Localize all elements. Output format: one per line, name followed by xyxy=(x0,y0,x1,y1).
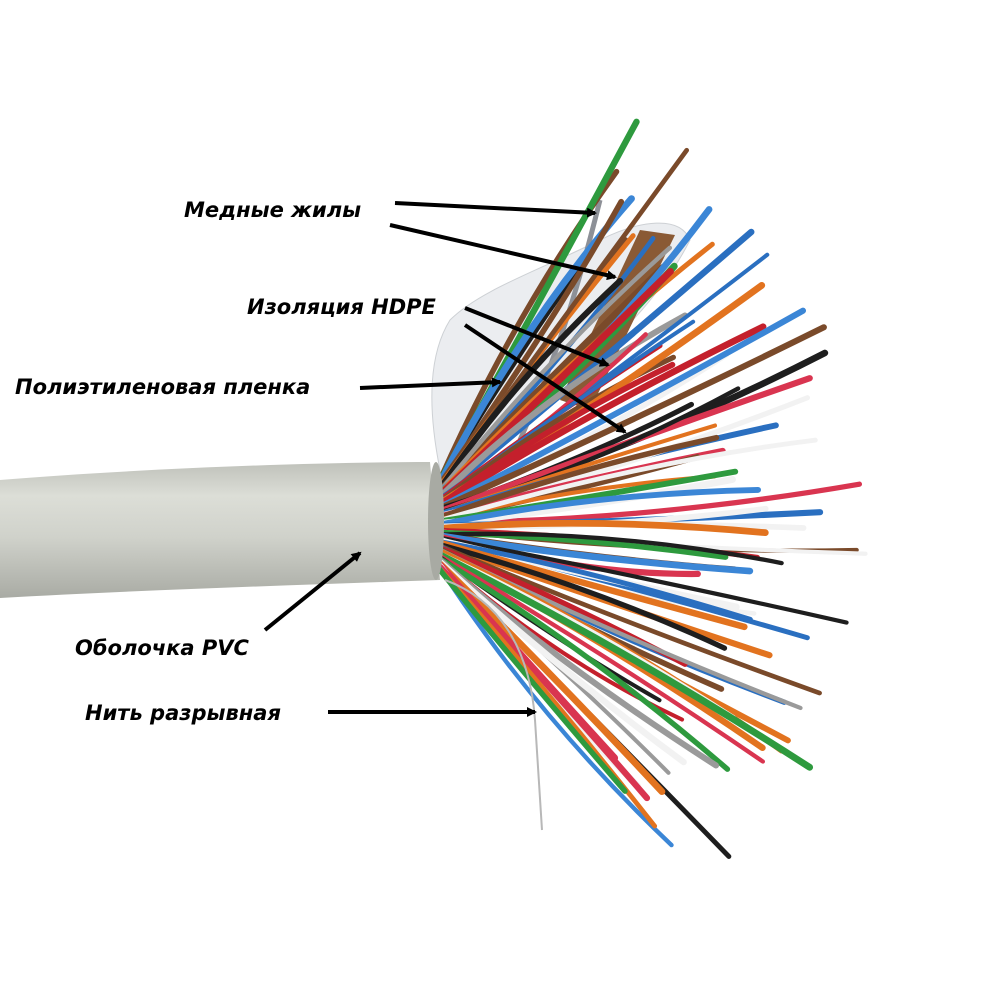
sheath-end xyxy=(428,462,444,580)
wire-pair xyxy=(437,553,765,764)
wire-pair xyxy=(437,542,728,651)
wire-pair xyxy=(437,437,818,523)
arrow-copper-2 xyxy=(389,223,617,281)
wire-pair xyxy=(437,539,753,622)
wire-pair xyxy=(436,312,689,501)
wire-pair xyxy=(436,324,827,512)
wire-pair xyxy=(437,277,624,493)
arrow-hdpe-1 xyxy=(464,306,610,367)
wire-pair xyxy=(437,486,762,528)
label-hdpe-insulation: Изоляция HDPE xyxy=(247,295,436,319)
wire-pair xyxy=(437,531,784,566)
pvc-sheath xyxy=(0,462,440,598)
wire-pair xyxy=(437,556,731,772)
label-pvc-sheath: Оболочка PVC xyxy=(75,636,249,660)
wire-bundle xyxy=(436,118,868,859)
wire-pair xyxy=(437,361,676,509)
wire-pair xyxy=(437,245,673,494)
wire-pair xyxy=(436,551,814,771)
wire-pair xyxy=(436,532,754,575)
label-copper-cores: Медные жилы xyxy=(184,198,362,222)
arrows xyxy=(263,201,627,717)
arrow-pvc xyxy=(263,551,362,632)
label-rip-cord: Нить разрывная xyxy=(85,701,281,725)
wire-pair xyxy=(436,558,687,766)
wire-pair xyxy=(436,519,769,537)
arrow-copper-1 xyxy=(394,201,597,218)
arrow-hdpe-2 xyxy=(463,323,627,434)
wire-pair xyxy=(437,567,628,794)
label-pe-film: Полиэтиленовая пленка xyxy=(15,375,311,399)
wire-pair xyxy=(437,535,849,625)
arrow-film xyxy=(359,377,502,390)
wire-pair xyxy=(437,434,720,521)
wire-pair xyxy=(437,565,674,848)
wire-pair xyxy=(436,307,807,511)
